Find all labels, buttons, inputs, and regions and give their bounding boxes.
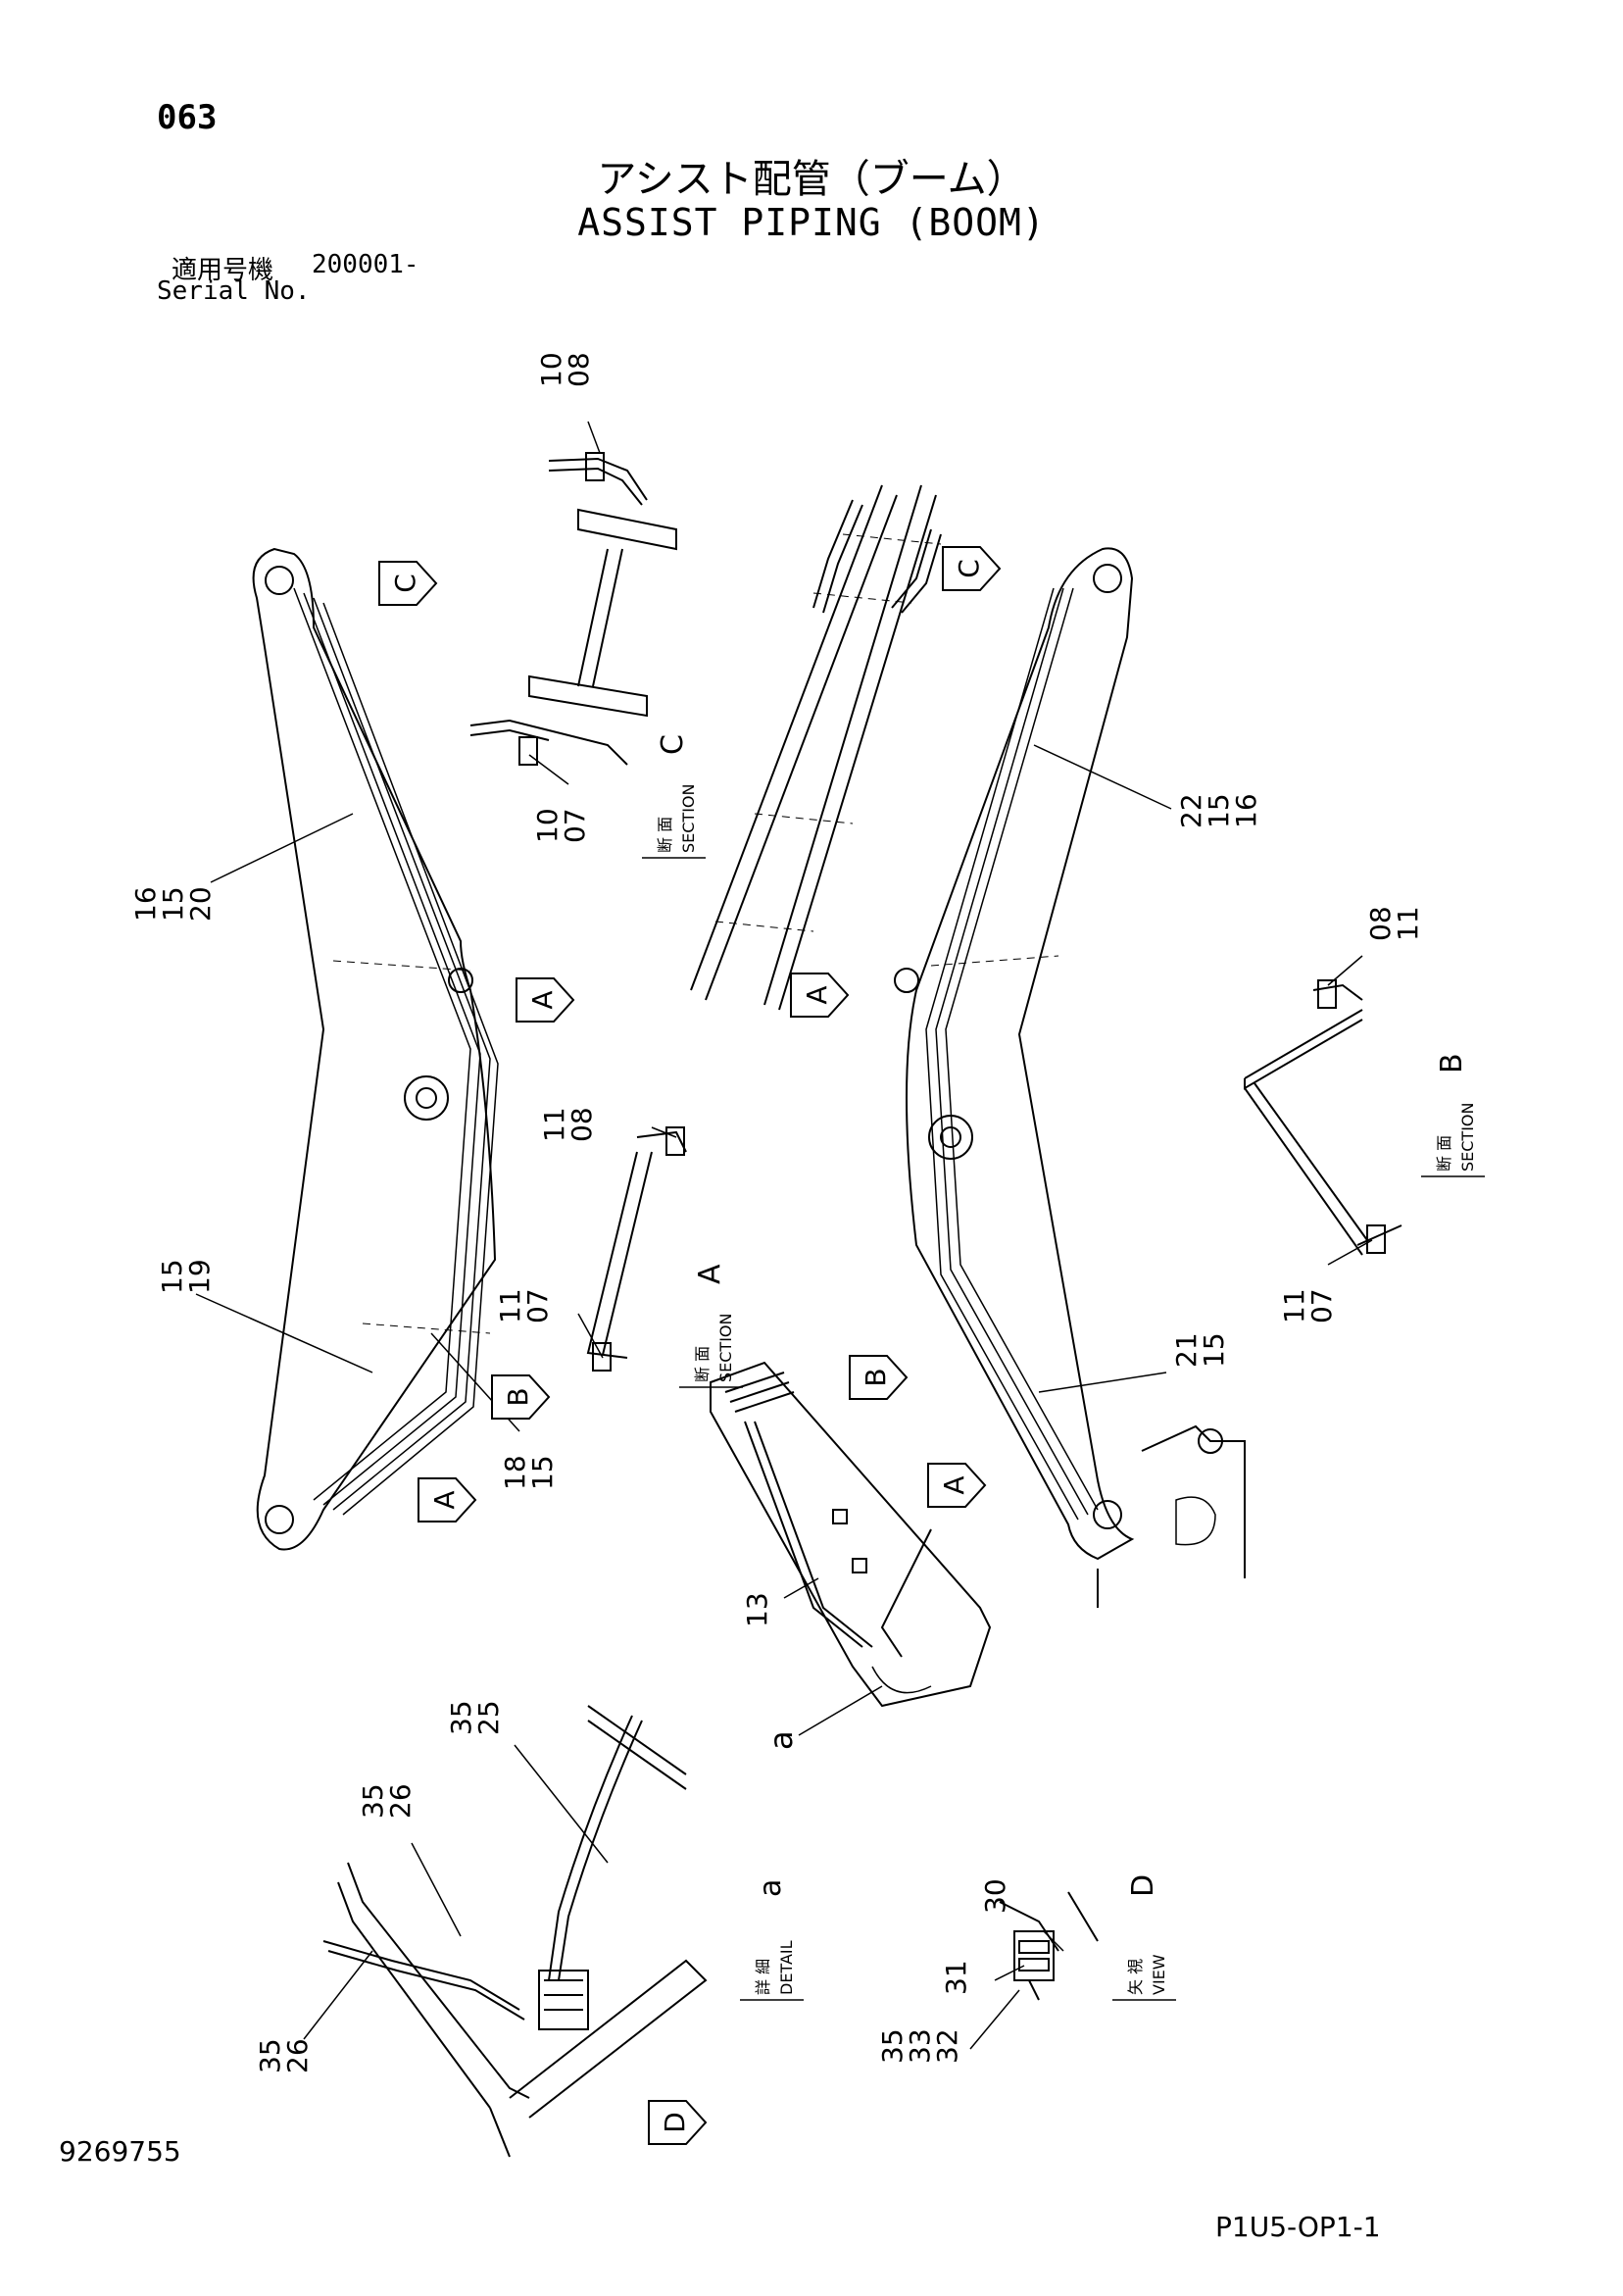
- section-c-label: 断 面 SECTION C: [642, 734, 706, 859]
- right-boom: [894, 547, 1246, 1608]
- svg-text:SECTION: SECTION: [716, 1314, 735, 1383]
- callout-18-15-line2: 15: [526, 1455, 559, 1490]
- callout-08-11-line2: 11: [1392, 906, 1424, 941]
- callout-08-11-line1: 08: [1364, 906, 1397, 941]
- callout-35-25-line1: 35: [445, 1700, 477, 1735]
- view-arrow-a2: A: [790, 973, 850, 1018]
- view-arrow-b2: B: [849, 1355, 909, 1400]
- section-b-label: 断 面 SECTION B: [1421, 1053, 1485, 1177]
- callout-21-15-line1: 21: [1170, 1332, 1203, 1368]
- callouts: 10 08 10 07 16 15 20 22 15 16 08 11 11 0…: [129, 352, 1424, 2073]
- sheet-code: P1U5-OP1-1: [1215, 2211, 1381, 2243]
- callout-35-33-32-line1: 35: [876, 2028, 909, 2064]
- callout-22-15-16-line1: 22: [1175, 793, 1207, 828]
- svg-text:B: B: [860, 1368, 892, 1386]
- callout-35-26-a-line1: 35: [357, 1783, 389, 1819]
- callout-31: 31: [940, 1960, 972, 1995]
- callout-10-08-line2: 08: [563, 352, 595, 387]
- callout-35-25-line2: 25: [472, 1700, 505, 1735]
- callout-30: 30: [979, 1878, 1011, 1914]
- section-labels: 断 面 SECTION C 断 面 SECTION A 断 面 SECTION …: [642, 734, 1485, 2001]
- svg-text:SECTION: SECTION: [679, 784, 698, 854]
- view-arrow-a3: A: [418, 1477, 477, 1522]
- svg-text:B: B: [502, 1387, 534, 1406]
- section-a-detail: [586, 1126, 687, 1372]
- callout-11-07-b-line2: 07: [1305, 1288, 1338, 1323]
- callout-11-08-line1: 11: [538, 1107, 570, 1142]
- callout-35-33-32-line3: 32: [931, 2028, 963, 2064]
- detail-a-label: 詳 細 DETAIL a: [740, 1879, 804, 2001]
- svg-text:C: C: [656, 734, 690, 755]
- callout-22-15-16-line2: 15: [1203, 793, 1235, 828]
- upper-boom-section: [690, 484, 942, 1011]
- view-d: [999, 1891, 1099, 2001]
- callout-10-07-line2: 07: [559, 808, 591, 843]
- svg-text:a: a: [754, 1879, 788, 1897]
- svg-text:断 面: 断 面: [1435, 1135, 1453, 1172]
- document-number: 9269755: [59, 2135, 181, 2168]
- svg-text:A: A: [693, 1264, 727, 1284]
- section-c-detail: [469, 452, 677, 766]
- serial-number: 200001-: [312, 250, 419, 279]
- view-d-label: 矢 視 VIEW D: [1112, 1874, 1176, 2001]
- svg-text:DETAIL: DETAIL: [777, 1940, 796, 1995]
- callout-10-07-line1: 10: [531, 808, 564, 843]
- title-japanese: アシスト配管（ブーム）: [597, 157, 1026, 202]
- callout-35-33-32-line2: 33: [904, 2028, 936, 2064]
- serial-label-english: Serial No.: [157, 276, 311, 306]
- page-number: 063: [157, 98, 218, 137]
- svg-text:断 面: 断 面: [693, 1346, 712, 1382]
- view-arrow-a1: A: [516, 977, 575, 1023]
- callout-15-19-line1: 15: [156, 1259, 188, 1294]
- svg-text:D: D: [1126, 1874, 1160, 1897]
- view-arrow-a4: A: [927, 1463, 987, 1508]
- callout-16-15-20-line1: 16: [129, 886, 162, 922]
- svg-text:VIEW: VIEW: [1150, 1954, 1168, 1995]
- callout-18-15-line1: 18: [499, 1455, 531, 1490]
- callout-10-08-line1: 10: [535, 352, 567, 387]
- svg-text:A: A: [938, 1475, 970, 1494]
- callout-35-26-b-line1: 35: [254, 2038, 286, 2073]
- callout-a: a: [762, 1730, 800, 1750]
- view-arrow-d1: D: [648, 2100, 708, 2145]
- callout-21-15-line2: 15: [1198, 1332, 1230, 1368]
- view-arrow-b1: B: [491, 1374, 551, 1420]
- svg-text:SECTION: SECTION: [1458, 1103, 1477, 1173]
- svg-text:A: A: [526, 990, 559, 1009]
- detail-a: [322, 1705, 708, 2158]
- svg-text:C: C: [389, 574, 421, 593]
- svg-text:A: A: [801, 985, 833, 1004]
- svg-text:C: C: [953, 559, 985, 578]
- callout-16-15-20-line2: 15: [157, 886, 189, 922]
- callout-11-08-line2: 08: [566, 1107, 598, 1142]
- section-b-detail: [1244, 979, 1402, 1256]
- svg-text:詳 細: 詳 細: [754, 1959, 772, 1995]
- callout-11-07-a-line1: 11: [494, 1288, 526, 1323]
- arm-bracket: [710, 1361, 992, 1708]
- view-arrow-c2: C: [942, 546, 1002, 591]
- svg-text:D: D: [659, 2112, 691, 2133]
- svg-text:矢 視: 矢 視: [1126, 1959, 1145, 1995]
- serial-label-japanese: 適用号機: [172, 256, 274, 285]
- callout-35-26-b-line2: 26: [281, 2038, 314, 2073]
- callout-13: 13: [741, 1592, 773, 1627]
- callout-15-19-line2: 19: [183, 1259, 216, 1294]
- svg-text:B: B: [1435, 1053, 1469, 1073]
- left-boom: [252, 547, 499, 1551]
- section-a-label: 断 面 SECTION A: [679, 1264, 743, 1388]
- callout-35-26-a-line2: 26: [384, 1783, 417, 1819]
- view-arrows: C C A A A A B B: [378, 546, 1002, 2145]
- callout-22-15-16-line3: 16: [1230, 793, 1262, 828]
- callout-16-15-20-line3: 20: [184, 886, 217, 922]
- view-arrow-c1: C: [378, 561, 438, 606]
- svg-text:断 面: 断 面: [656, 817, 674, 853]
- callout-11-07-a-line2: 07: [521, 1288, 554, 1323]
- title-english: ASSIST PIPING (BOOM): [577, 201, 1046, 244]
- svg-text:A: A: [428, 1490, 461, 1509]
- leader-lines: [195, 421, 1373, 2050]
- callout-11-07-b-line1: 11: [1278, 1288, 1310, 1323]
